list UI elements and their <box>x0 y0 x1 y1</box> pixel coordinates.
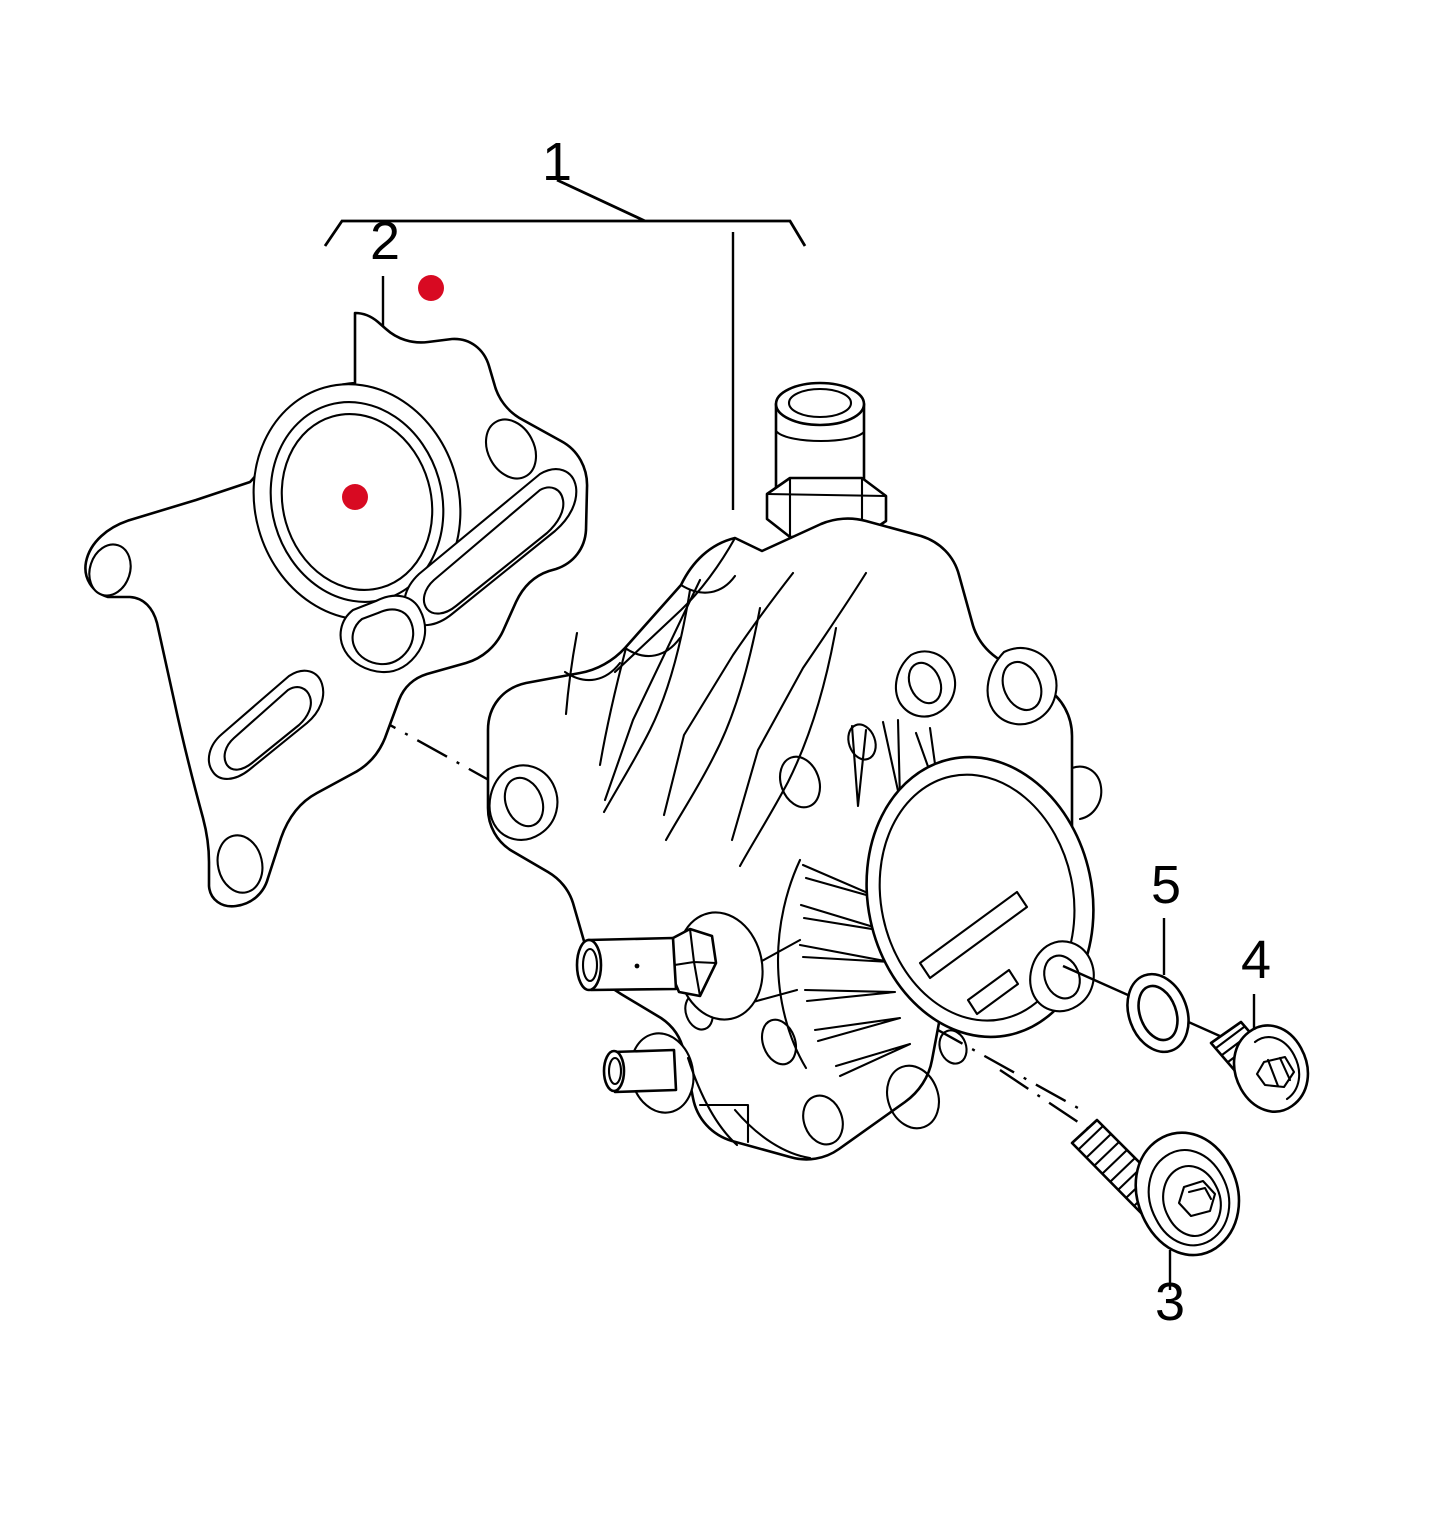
bolt3-thread-5 <box>1109 1156 1137 1183</box>
gasket-kidney-port-outer <box>339 594 427 674</box>
callout-1-bracket-group <box>323 178 807 510</box>
housing-face-hole-f <box>938 1029 968 1065</box>
end-cover-slot-short <box>966 968 1020 1016</box>
bolt3-head-ring-inner <box>1162 1165 1222 1237</box>
fin-9 <box>834 1042 912 1078</box>
seal-washer-bore <box>1137 984 1179 1042</box>
left-fitting-lower-end-bore <box>607 1056 623 1086</box>
bolt3-thread-1 <box>1077 1124 1105 1151</box>
housing-seam-2 <box>664 606 762 842</box>
housing-lobe-edge-a <box>679 574 737 594</box>
housing-face-hole-d <box>802 1094 844 1146</box>
bolt4-hex-socket <box>1255 1055 1296 1089</box>
housing-seam-1 <box>602 588 692 814</box>
part-flange-bolt-long <box>1070 1118 1241 1257</box>
housing-mount-hole-mid-right <box>907 661 943 705</box>
gasket-hole-bottom-tab <box>216 834 264 894</box>
housing-rib-6 <box>598 646 628 767</box>
cover-mount-hole-right <box>1043 954 1081 1000</box>
housing-face-hole-e <box>886 1064 940 1130</box>
housing-rib-2 <box>603 578 702 802</box>
housing-seam-3 <box>738 626 838 868</box>
hex-nut-top-edge <box>765 492 888 498</box>
end-cover-slot-long <box>918 890 1029 980</box>
fin-11 <box>751 988 799 1004</box>
pump-left-fitting-lower <box>602 1032 695 1114</box>
housing-mount-ear-mid-right <box>894 650 957 718</box>
bolt3-thread-3 <box>1093 1140 1121 1167</box>
housing-rib-3 <box>662 571 795 817</box>
housing-lower-skirt-edge-2 <box>733 1108 812 1160</box>
housing-lobe-edge-c <box>563 661 622 681</box>
cover-mount-lug-right <box>1029 940 1095 1013</box>
gasket-main-port-bead <box>280 412 434 592</box>
gasket-slot-port-inner <box>422 486 565 615</box>
assembly-bracket-1 <box>323 178 807 247</box>
end-cover-inner-face <box>878 773 1076 1022</box>
left-fitting-upper-center-mark <box>634 963 640 969</box>
pump-left-fitting-upper <box>575 911 764 1021</box>
bolt3-socket-edge <box>1187 1186 1213 1201</box>
callout-label-2: 2 <box>370 211 400 271</box>
bolt4-thread-1 <box>1214 1025 1246 1050</box>
callout-label-3: 3 <box>1155 1272 1185 1332</box>
fin-7 <box>803 988 897 1003</box>
part-cap-bolt-short <box>1209 1020 1310 1113</box>
spigot-collar-ring <box>775 430 866 443</box>
housing-lobe-edge-b <box>623 636 682 657</box>
red-dot-upper <box>418 275 444 301</box>
fin-10 <box>758 938 802 964</box>
housing-face-hole-c <box>760 1018 798 1066</box>
housing-mount-hole-upper-right <box>1001 660 1043 712</box>
part-vacuum-pump-body <box>486 381 1103 1161</box>
bolt4-socket-hatch-1 <box>1266 1058 1280 1088</box>
part-gasket <box>84 311 589 908</box>
housing-lower-notch <box>698 1103 750 1144</box>
housing-rib-4 <box>730 571 868 842</box>
housing-lower-skirt-edge <box>686 1056 739 1147</box>
cover-mount-lug-upper-right <box>1070 765 1103 821</box>
assembly-centerline-to-bolt3 <box>999 1069 1091 1131</box>
housing-mount-hole-left <box>503 776 545 828</box>
bolt4-socket-hatch-2 <box>1278 1056 1292 1082</box>
housing-mount-ear-upper-right <box>986 647 1058 726</box>
red-dot-gasket <box>342 484 368 510</box>
callout-label-1: 1 <box>542 132 572 192</box>
spigot-top-bore <box>787 387 853 419</box>
fin-8 <box>813 1016 902 1043</box>
callout-label-5: 5 <box>1151 855 1181 915</box>
part-seal-washer <box>1126 972 1190 1054</box>
housing-mount-ear-left <box>488 764 559 841</box>
gasket-kidney-port-inner <box>351 608 415 666</box>
bolt4-head-rim <box>1253 1036 1301 1101</box>
gasket-hole-upper-right <box>484 418 538 480</box>
housing-rib-1 <box>613 536 737 674</box>
gasket-lower-slot-inner <box>223 686 312 771</box>
gasket-hole-left-tab <box>88 543 132 597</box>
gasket-lower-slot-outer <box>207 669 325 780</box>
housing-face-hole-b <box>847 723 877 761</box>
bolt3-thread-2 <box>1085 1132 1113 1159</box>
bolt3-head-ring-outer <box>1147 1149 1231 1247</box>
housing-face-hole-a <box>779 755 821 809</box>
bolt3-thread-4 <box>1101 1148 1129 1175</box>
housing-fin-recess-boundary <box>776 858 808 1070</box>
left-fitting-upper-end-bore <box>581 947 599 983</box>
fin-1 <box>850 724 868 808</box>
callout-label-4: 4 <box>1241 930 1271 990</box>
